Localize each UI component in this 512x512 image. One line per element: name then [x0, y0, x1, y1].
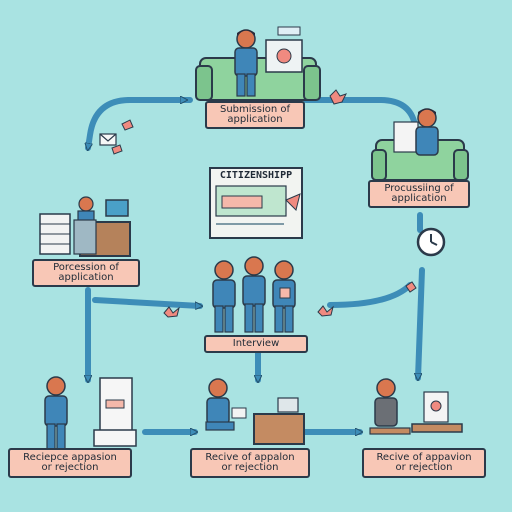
sparkle-icon — [121, 119, 134, 131]
porcession-illustration — [39, 196, 131, 257]
recive-center-illustration — [205, 378, 305, 445]
label-reciepce: Reciepce appasion or rejection — [8, 448, 132, 478]
label-recive-center: Recive of appalon or rejection — [190, 448, 310, 478]
applicant-figure — [272, 260, 296, 333]
interviewer-figure — [242, 256, 266, 333]
sparkle-icon — [163, 306, 180, 318]
citizenship-document — [209, 167, 303, 239]
label-recive-right: Recive of appavion or rejection — [362, 448, 486, 478]
arrow-right-down — [418, 267, 425, 378]
clock-icon — [416, 227, 446, 257]
sparkle-icon — [317, 305, 334, 317]
arrow-right-to-interview — [327, 282, 413, 308]
sparkle-icon — [405, 281, 417, 293]
interviewer-figure — [212, 260, 236, 333]
citizenship-header: CITIZENSHIPP — [219, 170, 293, 181]
reciepce-illustration — [44, 376, 137, 451]
recive-right-illustration — [369, 378, 463, 435]
label-processing: Procussiing of application — [368, 180, 470, 208]
sparkle-marks — [111, 89, 417, 318]
sparkle-icon — [329, 89, 347, 105]
arrow-left-to-interview — [92, 297, 200, 306]
label-submission: Submission of application — [205, 101, 305, 129]
arrow-submission-to-processing — [303, 97, 418, 128]
sparkle-icon — [111, 144, 123, 155]
envelope-icon — [99, 133, 117, 146]
arrow-top-loop-left — [88, 97, 193, 148]
label-porcession: Porcession of application — [32, 259, 140, 287]
processing-illustration — [371, 108, 469, 181]
label-interview: Interview — [204, 335, 308, 353]
connector-arrows — [88, 97, 425, 432]
interview-illustration — [212, 256, 296, 333]
submission-illustration — [195, 26, 321, 101]
